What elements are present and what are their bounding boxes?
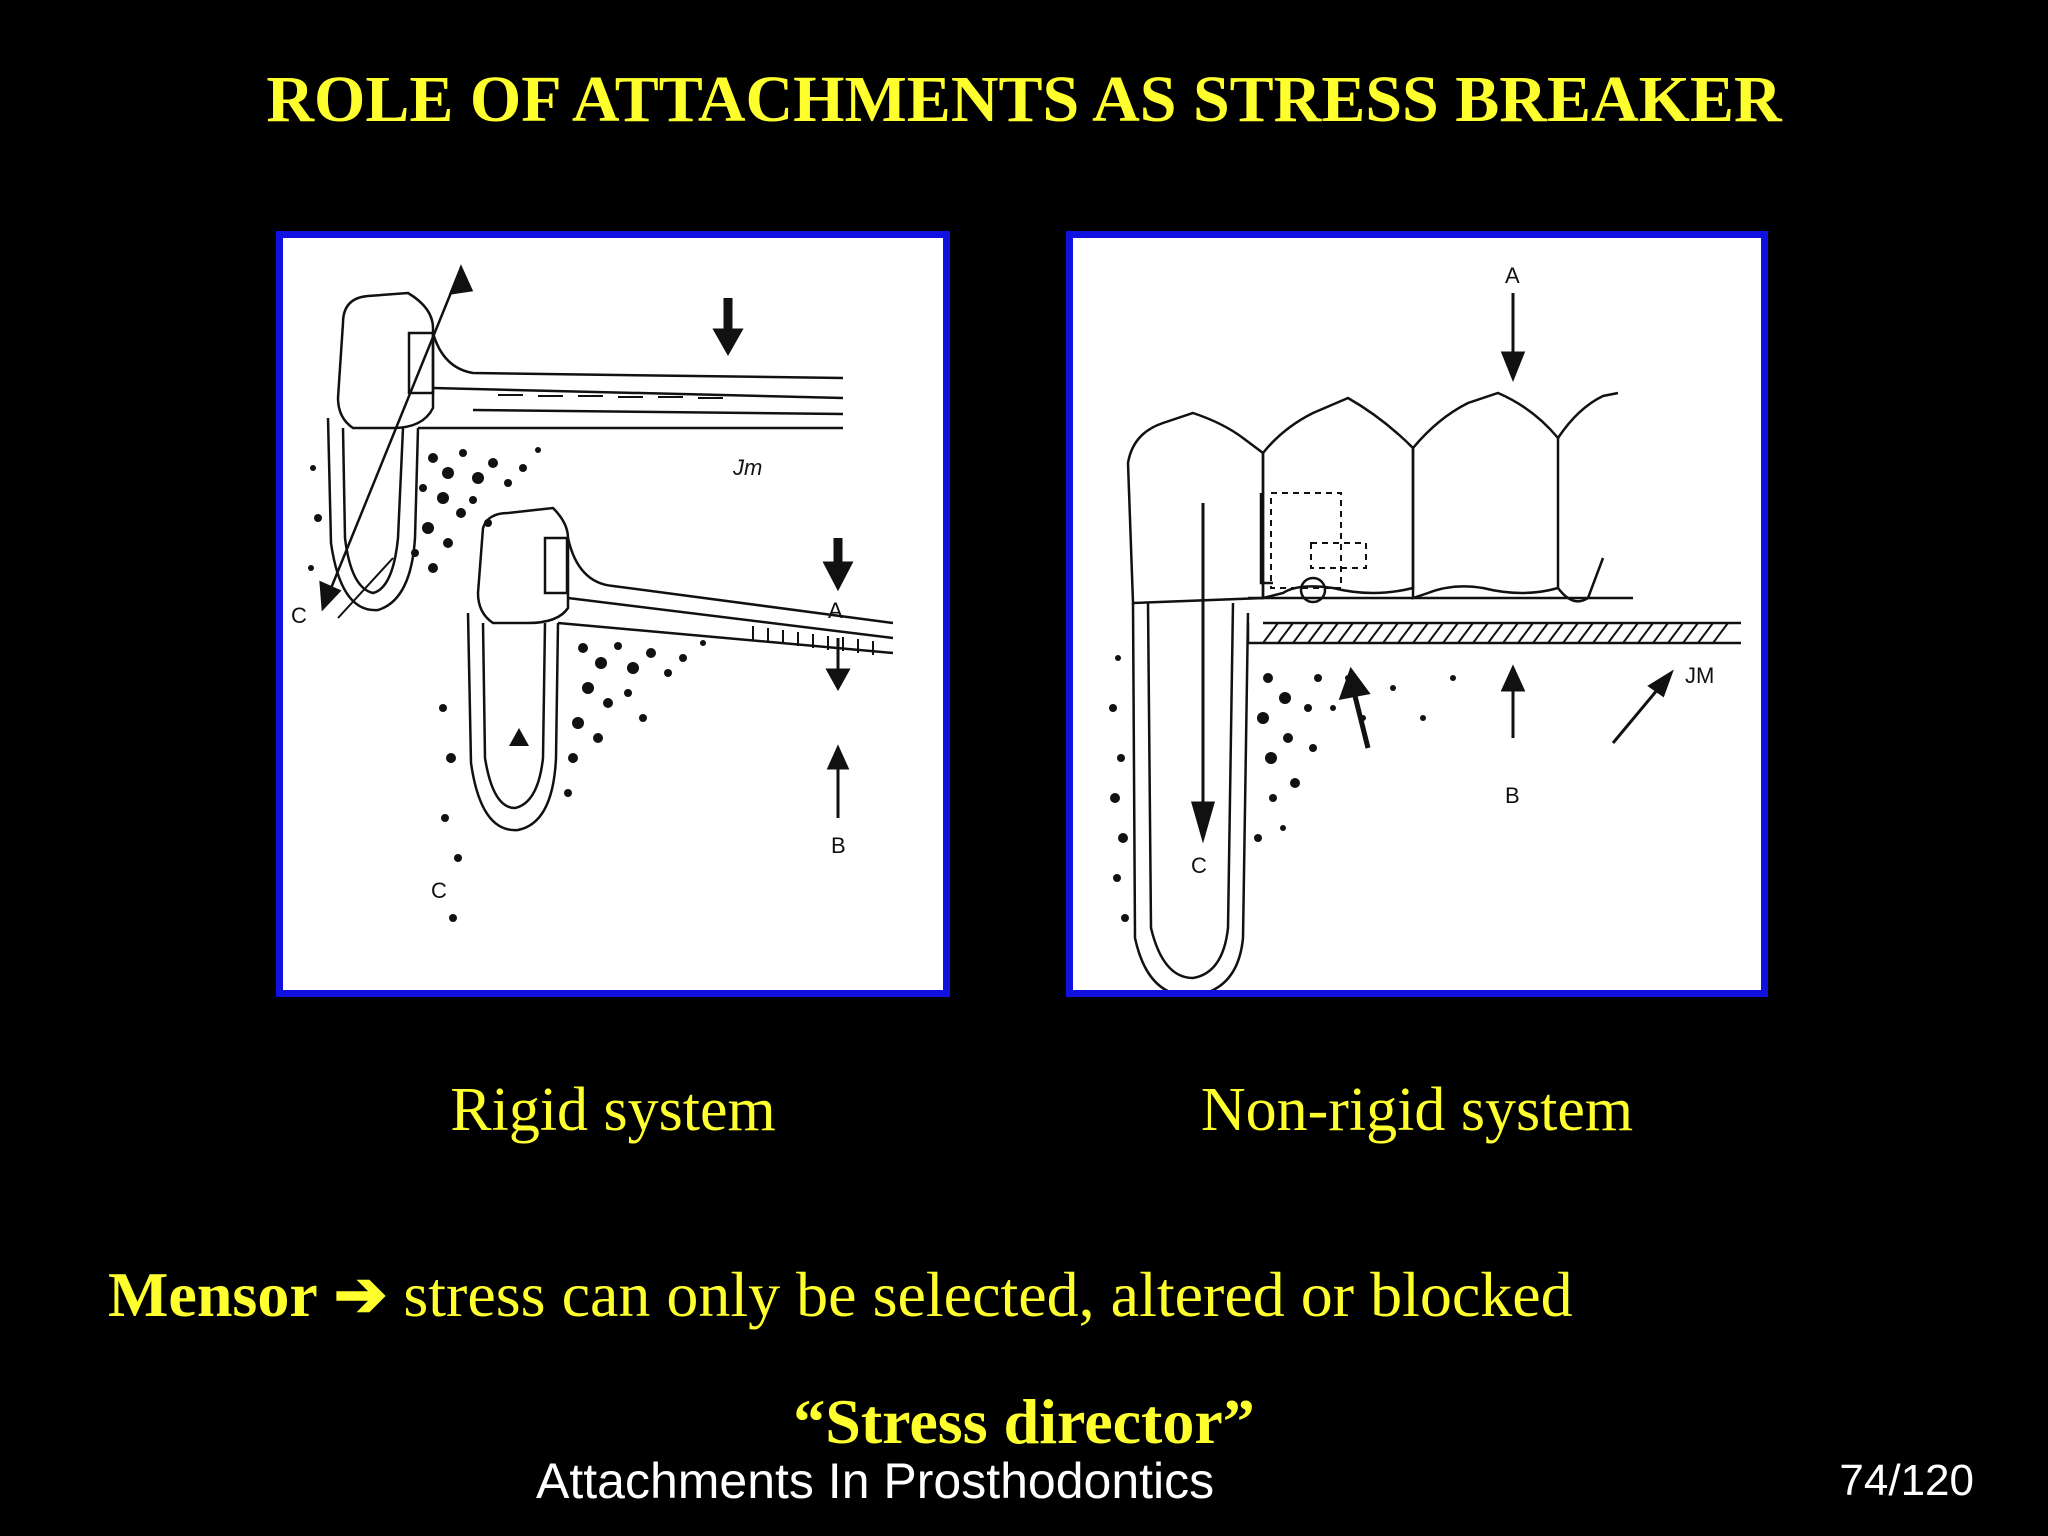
non-rigid-system-caption: Non-rigid system [1200,1076,1634,1144]
mensor-term: Mensor [108,1259,318,1330]
rigid-system-caption: Rigid system [450,1076,776,1144]
label-b: B [831,833,846,858]
rigid-system-drawing: C A B C Jm [291,264,894,922]
label-a: A [828,598,843,623]
stress-director-heading: “Stress director” [793,1386,1255,1457]
right-arrow-icon: ➔ [333,1259,388,1330]
mensor-statement: Mensor ➔ stress can only be selected, al… [108,1258,1573,1332]
footer-title: Attachments In Prosthodontics [536,1453,1215,1509]
label-a: A [1505,263,1520,288]
page-number: 74/120 [1839,1456,1974,1505]
label-c: C [1191,853,1207,878]
label-c-lower: C [431,878,447,903]
artist-signature: JM [1685,663,1714,688]
label-b: B [1505,783,1520,808]
rigid-system-illustration: C A B C Jm [276,231,950,997]
artist-signature: Jm [732,455,762,480]
label-c-upper: C [291,603,307,628]
slide-title: ROLE OF ATTACHMENTS AS STRESS BREAKER [266,63,1782,136]
non-rigid-system-illustration: A B C JM [1066,231,1768,997]
non-rigid-system-drawing: A B C JM [1109,263,1741,990]
mensor-text: stress can only be selected, altered or … [403,1259,1573,1330]
